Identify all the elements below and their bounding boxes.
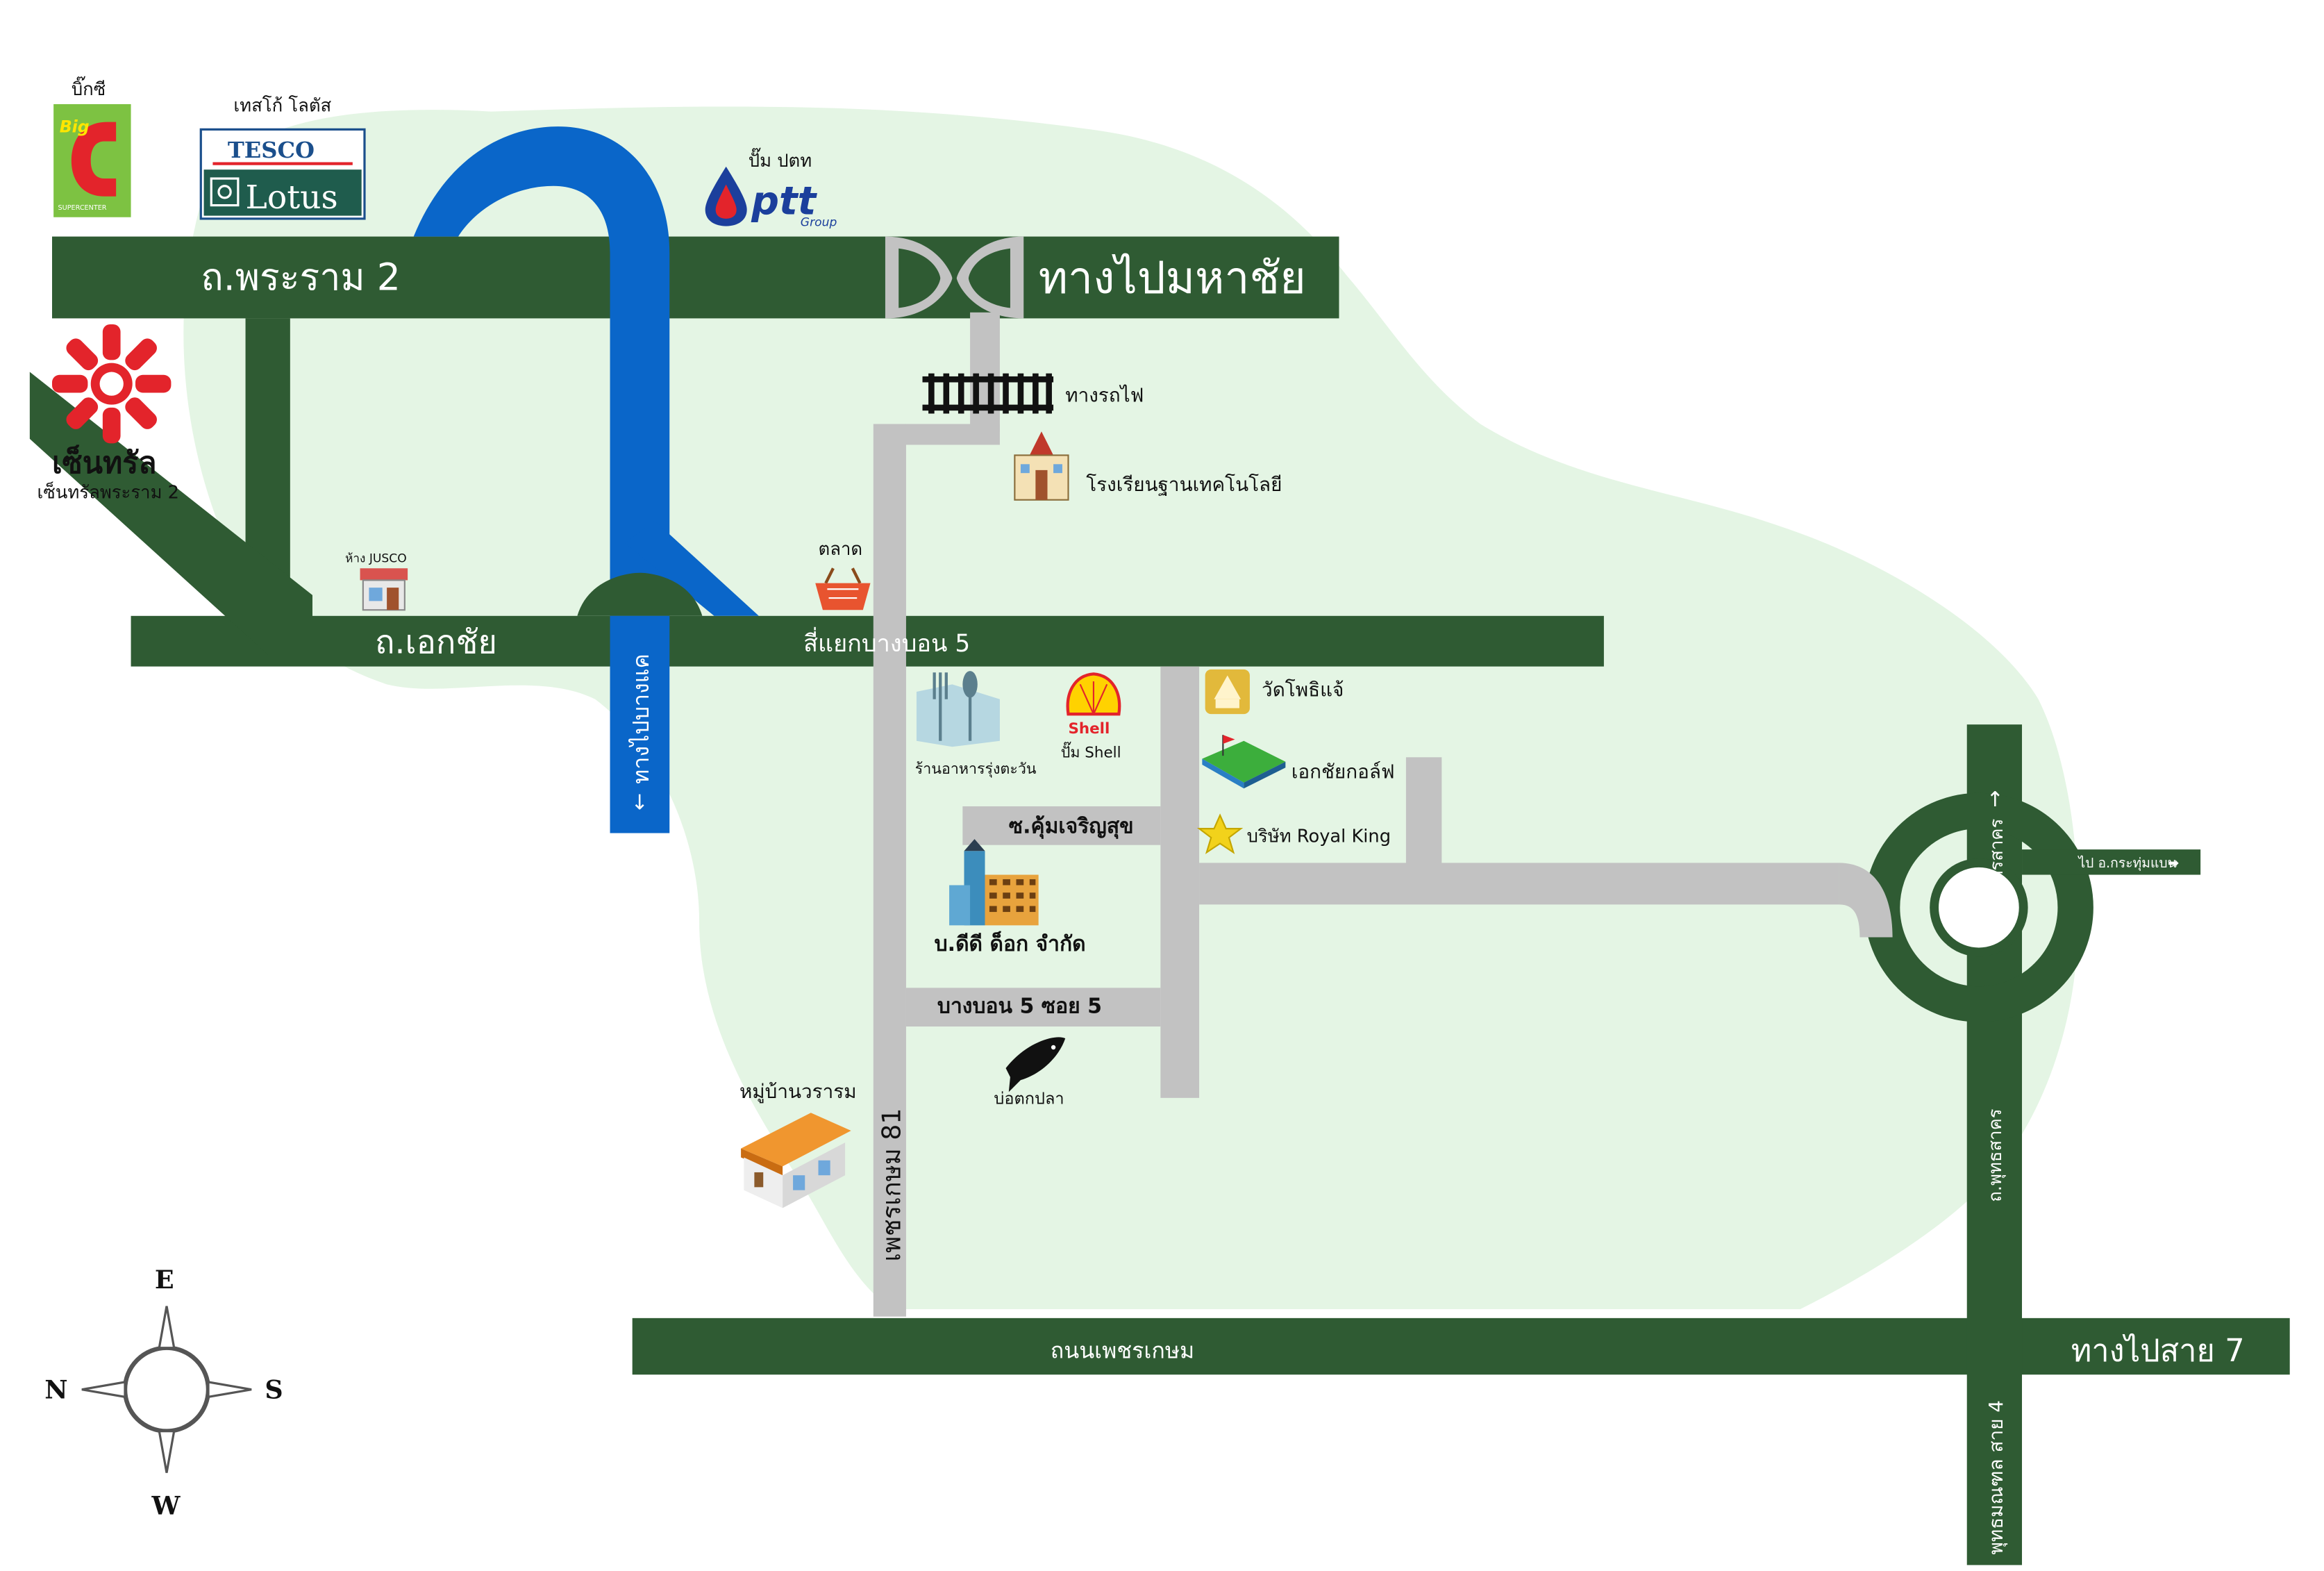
label-bangbon-intersection: สี่แยกบางบอน 5 <box>803 627 970 658</box>
caption-shell: ปั๊ม Shell <box>1061 741 1121 761</box>
caption-tesco: เทสโก้ โลตัส <box>233 96 331 117</box>
caption-ptt: ปั๊ม ปตท <box>749 147 812 172</box>
compass-east: E <box>155 1265 174 1295</box>
school-icon <box>1014 431 1069 501</box>
label-rama2: ถ.พระราม 2 <box>201 256 401 299</box>
label-to-krathum-baen: ไป อ.กระทุ่มแบน <box>2077 855 2176 872</box>
svg-text:เซ็นทรัล: เซ็นทรัล <box>52 444 156 481</box>
caption-market: ตลาด <box>819 539 863 560</box>
tesco-lotus-logo: TESCO Lotus <box>199 128 366 220</box>
caption-bigc: บิ๊กซี <box>72 76 106 100</box>
road-rama2 <box>51 236 1339 319</box>
caption-restaurant: ร้านอาหารรุ่งตะวัน <box>915 760 1037 778</box>
label-khum-charoensuk: ซ.คุ้มเจริญสุข <box>1009 815 1134 840</box>
arrow-down: ↓ <box>631 790 649 815</box>
store-icon <box>360 568 408 611</box>
label-phetkasem-road: ถนนเพชรเกษม <box>1051 1338 1194 1364</box>
caption-village: หมู่บ้านวรารม <box>739 1080 857 1104</box>
label-phetkasem81: เพชรเกษม 81 <box>876 1108 906 1261</box>
roundabout <box>1864 792 2201 1022</box>
star-icon <box>1196 813 1244 854</box>
svg-text:Lotus: Lotus <box>246 178 338 217</box>
svg-text:Big: Big <box>60 117 90 137</box>
mahachai-interchange <box>885 236 1024 319</box>
caption-temple: วัดโพธิแจ้ <box>1262 678 1344 701</box>
caption-school: โรงเรียนฐานเทคโนโลยี <box>1086 473 1282 496</box>
minor-roads <box>873 312 1893 1317</box>
compass-west: W <box>151 1491 181 1521</box>
caption-royal-king: บริษัท Royal King <box>1247 826 1391 847</box>
ptt-logo: ptt Group <box>705 166 837 230</box>
compass-south: S <box>265 1375 283 1405</box>
railway-icon <box>922 373 1054 414</box>
label-ekachai: ถ.เอกชัย <box>375 623 497 661</box>
basket-icon <box>815 567 871 610</box>
arrow-right: ➡ <box>2168 855 2179 871</box>
caption-golf: เอกชัยกอล์ฟ <box>1291 760 1395 783</box>
caption-factory: บ.ดีดี ด็อก จำกัด <box>935 931 1086 956</box>
compass-north: N <box>44 1375 67 1405</box>
bigc-logo: Big SUPERCENTER <box>53 103 131 217</box>
central-logo: เซ็นทรัล <box>51 324 172 481</box>
caption-fish-pond: บ่อตกปลา <box>994 1088 1064 1108</box>
factory-icon <box>949 839 1039 926</box>
svg-text:Shell: Shell <box>1069 720 1110 738</box>
caption-jusco: ห้าง JUSCO <box>345 552 407 566</box>
road-central-diagonal <box>29 372 312 655</box>
label-to-mahachai: ทางไปมหาชัย <box>1039 252 1306 304</box>
house-icon <box>741 1113 851 1208</box>
shell-logo: Shell <box>1066 672 1121 738</box>
svg-text:SUPERCENTER: SUPERCENTER <box>58 204 107 212</box>
compass-rose-icon <box>81 1306 252 1473</box>
svg-text:ptt: ptt <box>751 178 817 224</box>
label-bangbon5-soi5: บางบอน 5 ซอย 5 <box>937 995 1102 1019</box>
road-phetkasem <box>632 1318 2290 1375</box>
label-phutthamonthon-sai4: พุทธมณฑล สาย 4 <box>1984 1400 2008 1554</box>
label-to-bangkhae: ทางไปบางแค <box>628 654 654 784</box>
temple-icon <box>1205 669 1250 715</box>
svg-text:Group: Group <box>801 216 837 230</box>
restaurant-icon <box>916 671 1000 747</box>
arrow-up: ↑ <box>1987 788 2004 812</box>
flyover <box>413 126 759 833</box>
label-phutthasakhon: ถ.พุทธสาคร <box>1985 1108 2006 1202</box>
road-ekachai <box>131 615 1604 667</box>
label-to-samut-sakhon: ไปสมุทรสาคร <box>1987 819 2007 927</box>
caption-central: เซ็นทรัลพระราม 2 <box>37 481 179 504</box>
caption-railway: ทางรถไฟ <box>1065 383 1144 406</box>
label-to-sai7: ทางไปสาย 7 <box>2071 1332 2245 1369</box>
fish-icon <box>1005 1037 1066 1092</box>
svg-text:TESCO: TESCO <box>228 137 315 163</box>
